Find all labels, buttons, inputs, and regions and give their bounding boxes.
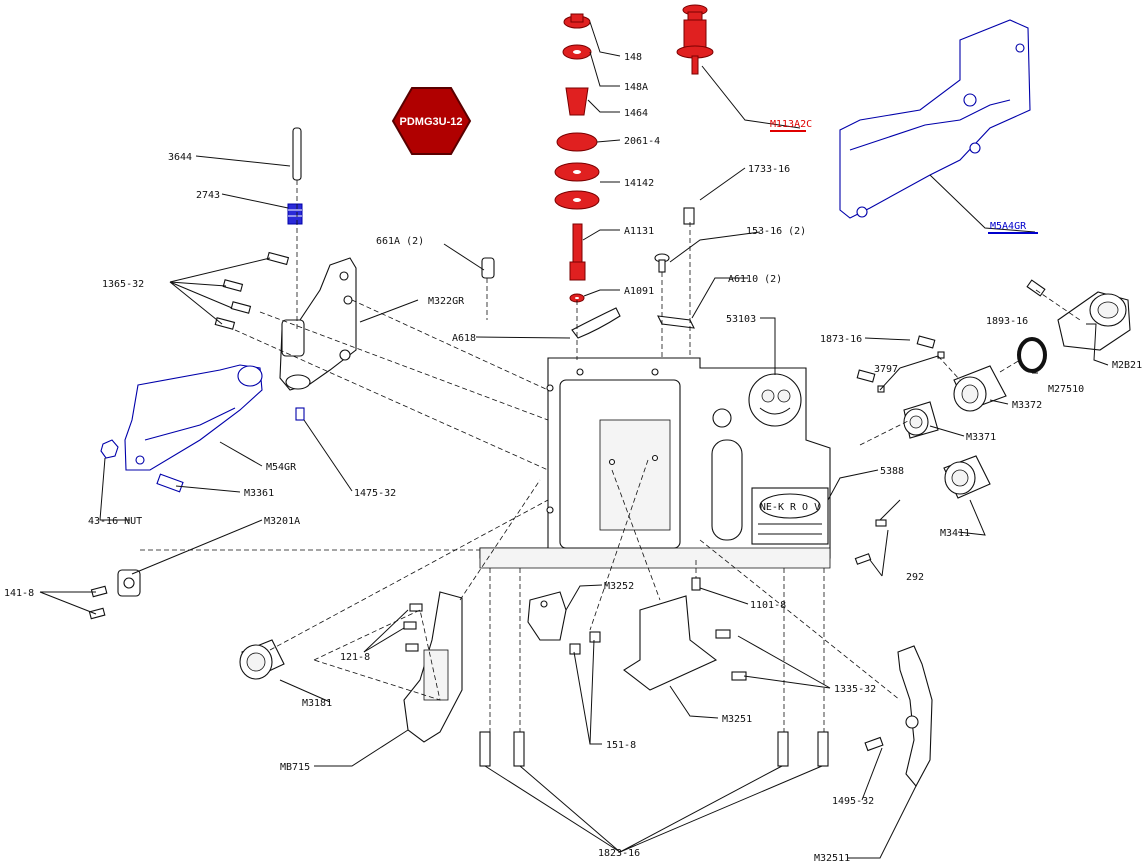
label-1475-32: 1475-32 — [354, 488, 396, 499]
label-1495-32: 1495-32 — [832, 796, 874, 807]
part-number-badge: PDMG3U-12 — [391, 87, 472, 155]
label-m3411: M3411 — [940, 528, 970, 539]
label-292: 292 — [906, 572, 924, 583]
label-148: 148 — [624, 52, 642, 63]
label-1335-32: 1335-32 — [834, 684, 876, 695]
bracket-m322gr — [279, 257, 357, 391]
part-m3201a — [117, 569, 141, 597]
blue-screw-1475 — [295, 407, 305, 421]
label-m2b21: M2B21 — [1112, 360, 1142, 371]
label-m3372: M3372 — [1012, 400, 1042, 411]
main-base-plate — [479, 357, 831, 569]
part-m3411 — [943, 455, 991, 499]
label-mb715: MB715 — [280, 762, 310, 773]
name-plate: NE-K R O V — [751, 487, 829, 545]
oring-m27510 — [1017, 337, 1047, 373]
pin-3644 — [292, 127, 302, 181]
pins-1823 — [479, 731, 829, 767]
label-a1131: A1131 — [624, 226, 654, 237]
blue-spring-2743 — [287, 203, 303, 225]
blue-screw-m3361 — [156, 473, 184, 493]
label-121-8: 121-8 — [340, 652, 370, 663]
blue-nut-4316 — [100, 439, 119, 459]
part-m3181 — [239, 639, 285, 680]
part-m3252 — [527, 591, 567, 641]
label-m27510: M27510 — [1048, 384, 1084, 395]
label-151-8: 151-8 — [606, 740, 636, 751]
screw-1495 — [864, 736, 884, 752]
leader-lines — [39, 21, 1109, 859]
part-m3251 — [623, 595, 718, 691]
label-m54gr: M54GR — [266, 462, 297, 473]
label-m5a4gr: M5A4GR — [990, 221, 1027, 232]
badge-label: PDMG3U-12 — [400, 116, 463, 128]
label-2743: 2743 — [196, 190, 220, 201]
label-m113a2c: M113A2C — [770, 119, 812, 130]
label-2061-4: 2061-4 — [624, 136, 660, 147]
part-labels: 148 148A 1464 2061-4 14142 A1131 A1091 A… — [4, 52, 1142, 864]
label-148a: 148A — [624, 82, 648, 93]
label-43-16-nut: 43-16 NUT — [88, 516, 142, 527]
part-m32511 — [897, 645, 933, 787]
badge-hexagon — [391, 87, 472, 155]
screws-292 — [854, 519, 887, 565]
label-m3371: M3371 — [966, 432, 996, 443]
blue-cover-plate — [839, 19, 1031, 219]
red-adjuster-assembly — [676, 4, 714, 75]
label-m3201a: M3201A — [264, 516, 300, 527]
part-m3371 — [903, 401, 939, 439]
part-1733 — [683, 207, 695, 225]
label-m32511: M32511 — [814, 853, 850, 864]
label-141-8: 141-8 — [4, 588, 34, 599]
part-m3372 — [953, 365, 1007, 412]
label-m3181: M3181 — [302, 698, 332, 709]
screws-1218 — [403, 603, 423, 652]
label-m3361: M3361 — [244, 488, 274, 499]
part-m2b21 — [1057, 291, 1131, 351]
label-1873-16: 1873-16 — [820, 334, 862, 345]
label-a1091: A1091 — [624, 286, 654, 297]
part-a618 — [571, 307, 621, 339]
label-5388: 5388 — [880, 466, 904, 477]
screws-1518 — [569, 631, 601, 655]
part-1893 — [1026, 279, 1046, 297]
label-m3251: M3251 — [722, 714, 752, 725]
label-1893-16: 1893-16 — [986, 316, 1028, 327]
part-mb715 — [403, 591, 463, 743]
blue-arm-lever — [124, 364, 263, 471]
assembly-dashed-lines — [140, 180, 1081, 732]
part-1101 — [691, 577, 701, 591]
label-14142: 14142 — [624, 178, 654, 189]
part-153 — [654, 253, 670, 273]
part-a6110 — [657, 315, 695, 329]
label-1365-32: 1365-32 — [102, 279, 144, 290]
label-1101-8: 1101-8 — [750, 600, 786, 611]
screws-1418 — [88, 585, 108, 620]
svg-text:NE-K R O V: NE-K R O V — [760, 502, 820, 513]
label-3797: 3797 — [874, 364, 898, 375]
label-153-16: 153-16 (2) — [746, 226, 806, 237]
label-53103: 53103 — [726, 314, 756, 325]
label-a6110: A6110 (2) — [728, 274, 782, 285]
screws-1873 — [856, 335, 936, 383]
label-m322gr: M322GR — [428, 296, 465, 307]
label-1733-16: 1733-16 — [748, 164, 790, 175]
label-1823-16: 1823-16 — [598, 848, 640, 859]
label-m3252: M3252 — [604, 581, 634, 592]
label-a618: A618 — [452, 333, 476, 344]
label-661a: 661A (2) — [376, 236, 424, 247]
label-3644: 3644 — [168, 152, 192, 163]
red-valve-stack — [554, 13, 600, 303]
screws-1365 — [214, 251, 290, 330]
part-661a — [481, 257, 495, 279]
label-1464: 1464 — [624, 108, 648, 119]
